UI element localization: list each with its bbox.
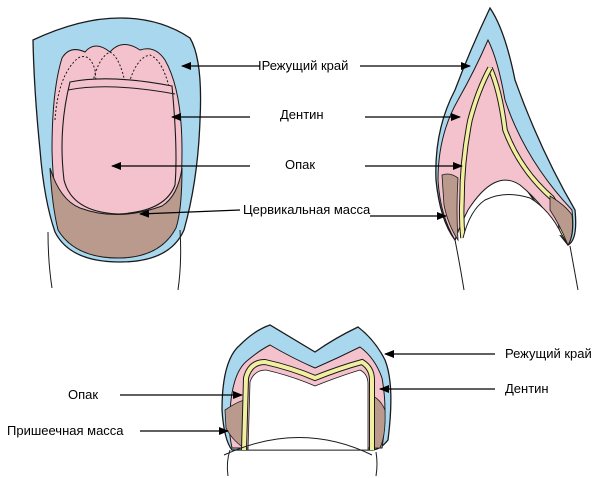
label-bottom-opaque: Опак (68, 387, 98, 402)
front-view-tooth (33, 18, 201, 290)
label-top-opaque: Опак (285, 157, 315, 172)
side-view-tooth (436, 8, 578, 290)
label-bottom-cervical: Пришеечная масса (7, 423, 124, 438)
label-top-dentin: Дентин (280, 107, 324, 122)
front-opaque-core (62, 79, 176, 214)
label-bottom-dentin: Дентин (505, 381, 549, 396)
label-top-incisal: IРежущий край (258, 58, 348, 73)
label-bottom-incisal: Режущий край (505, 346, 592, 361)
label-top-cervical: Цервикальная масса (243, 202, 370, 217)
molar-cross-section (222, 325, 391, 476)
